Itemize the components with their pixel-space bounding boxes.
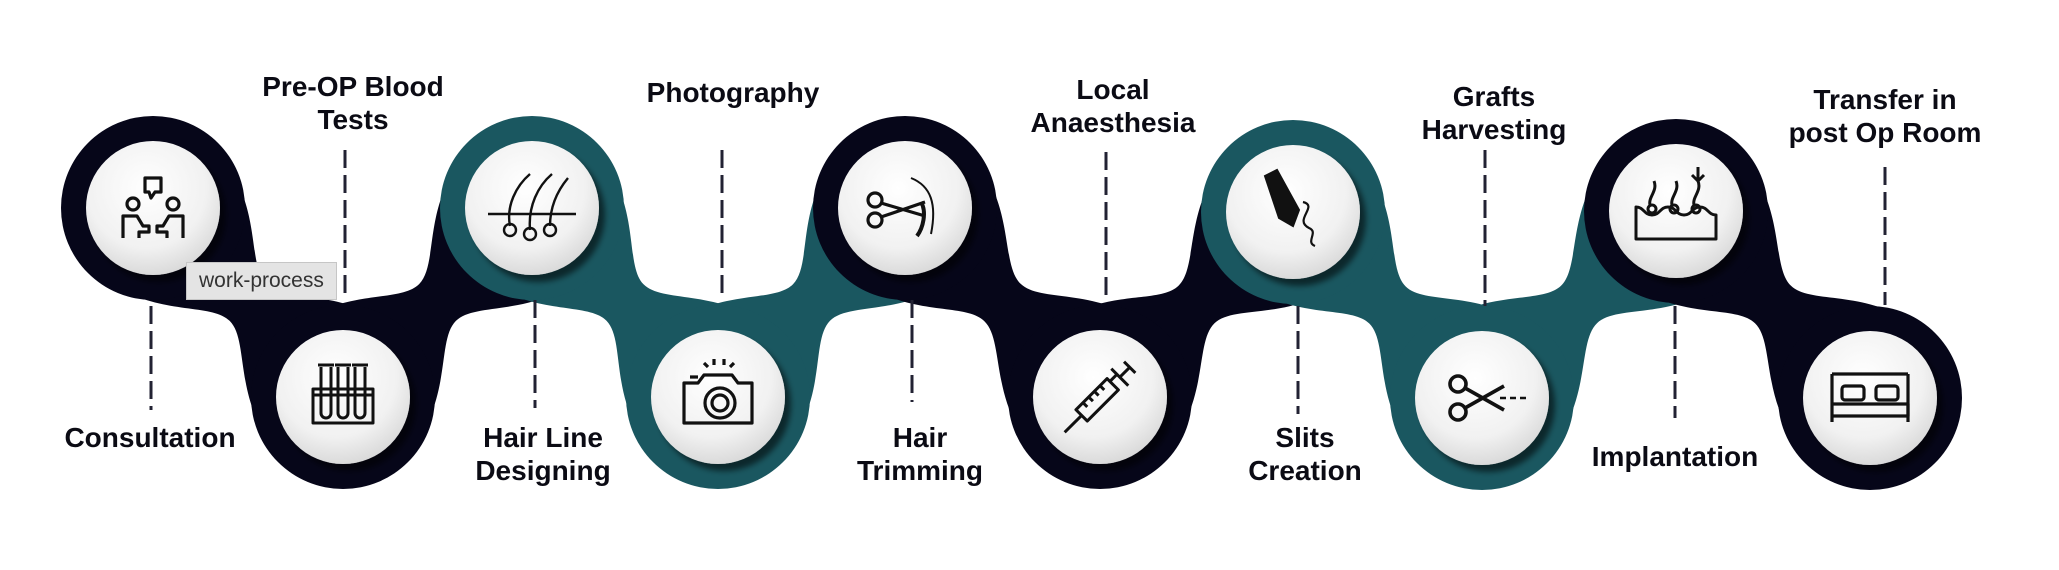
- label-line: Anaesthesia: [1030, 107, 1196, 138]
- label-line: Creation: [1248, 455, 1362, 486]
- label-line: Grafts: [1452, 81, 1536, 112]
- connector-lines: [149, 150, 1887, 418]
- slits-creation-step[interactable]: [1226, 145, 1360, 279]
- label-line: post Op Room: [1788, 117, 1982, 148]
- implantation-label: Implantation: [1592, 440, 1758, 473]
- syringe-icon: [1063, 360, 1137, 434]
- pen-nib-icon: [1263, 168, 1316, 248]
- hair-trimming-step[interactable]: [838, 141, 972, 275]
- label-line: Tests: [317, 104, 389, 135]
- implantation-icon: [1634, 167, 1718, 241]
- step-button[interactable]: [86, 141, 220, 275]
- label-line: Pre-OP Blood: [262, 71, 444, 102]
- photography-label: Photography: [647, 76, 820, 109]
- bed-icon: [1830, 372, 1910, 422]
- hair-line-designing-step[interactable]: [465, 141, 599, 275]
- label-line: Trimming: [856, 455, 984, 486]
- hair-follicles-icon: [488, 173, 576, 242]
- step-button[interactable]: [276, 330, 410, 464]
- tooltip: work-process: [186, 262, 337, 300]
- step-buttons: [86, 141, 1937, 465]
- photography-step[interactable]: [651, 330, 785, 464]
- label-line: Hair: [892, 422, 948, 453]
- consultation-icon: [121, 176, 185, 238]
- label-line: Transfer in: [1813, 84, 1957, 115]
- label-line: Hair Line: [483, 422, 603, 453]
- label-line: Photography: [646, 77, 820, 108]
- pre-op-blood-tests-step[interactable]: [276, 330, 410, 464]
- label-line: Slits: [1275, 422, 1335, 453]
- step-button[interactable]: [1033, 330, 1167, 464]
- scissors-cutting-hair-icon: [866, 177, 935, 238]
- test-tubes-icon: [311, 363, 375, 425]
- step-button[interactable]: [651, 330, 785, 464]
- consultation-step[interactable]: [86, 141, 220, 275]
- scissors-icon: [1448, 374, 1526, 422]
- label-line: Consultation: [64, 422, 236, 453]
- label-line: Local: [1076, 74, 1150, 105]
- local-anaesthesia-step[interactable]: [1033, 330, 1167, 464]
- consultation-label: Consultation: [64, 421, 235, 454]
- label-line: Designing: [475, 455, 611, 486]
- step-button[interactable]: [1803, 331, 1937, 465]
- implantation-step[interactable]: [1609, 144, 1743, 278]
- label-line: Harvesting: [1421, 114, 1567, 145]
- transfer-in-post-op-room-step[interactable]: [1803, 331, 1937, 465]
- grafts-harvesting-step[interactable]: [1415, 331, 1549, 465]
- camera-icon: [682, 359, 754, 425]
- label-line: Implantation: [1591, 441, 1759, 472]
